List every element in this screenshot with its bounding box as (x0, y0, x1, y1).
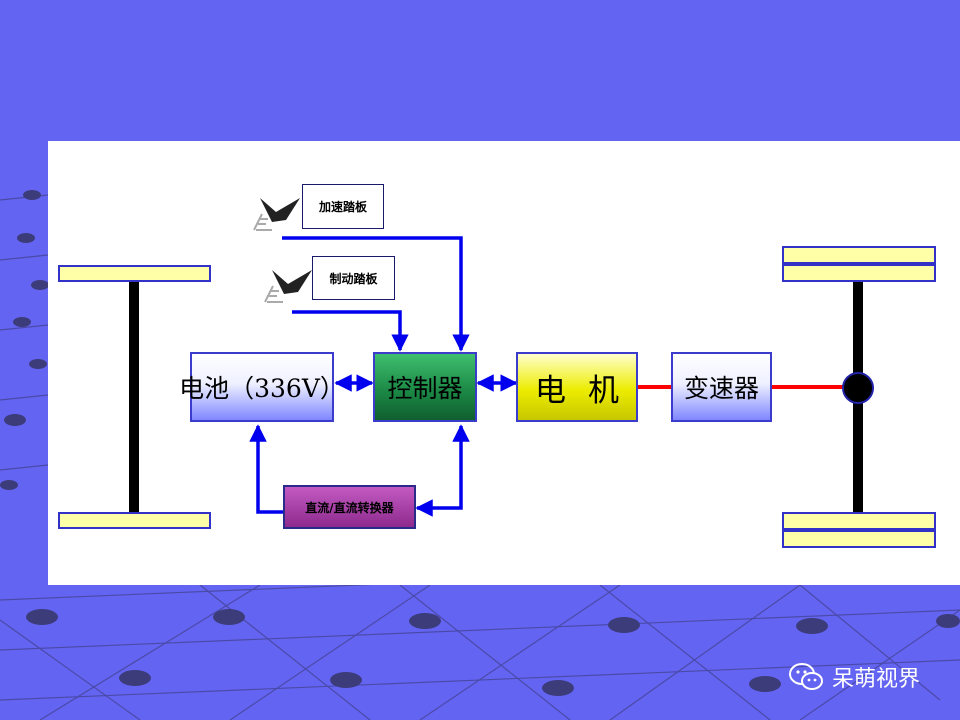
rear-wheel-top-2 (782, 264, 936, 282)
watermark-text: 呆萌视界 (832, 667, 921, 692)
transmission-box: 变速器 (671, 352, 772, 422)
dcdc-converter-box: 直流/直流转换器 (283, 485, 416, 529)
rear-wheel-bottom-1 (782, 512, 936, 530)
pedal-icon (253, 198, 300, 231)
wechat-icon (789, 663, 823, 690)
pedal-icon (264, 270, 312, 303)
controller-dcdc-link (415, 424, 470, 517)
front-wheel-top (58, 265, 211, 282)
motor-box: 电机 (516, 352, 638, 422)
controller-box: 控制器 (373, 352, 477, 422)
accel-signal-line (282, 236, 470, 352)
rear-wheel-top-1 (782, 246, 936, 264)
brake-signal-line (292, 310, 409, 352)
watermark: 呆萌视界 (788, 660, 920, 694)
differential (842, 372, 874, 404)
accelerator-pedal-label: 加速踏板 (302, 184, 384, 229)
brake-pedal-label: 制动踏板 (312, 256, 395, 300)
front-wheel-bottom (58, 512, 211, 529)
battery-box: 电池（336V） (179, 352, 345, 422)
rear-wheel-bottom-2 (782, 530, 936, 548)
dcdc-battery-link (249, 424, 283, 514)
